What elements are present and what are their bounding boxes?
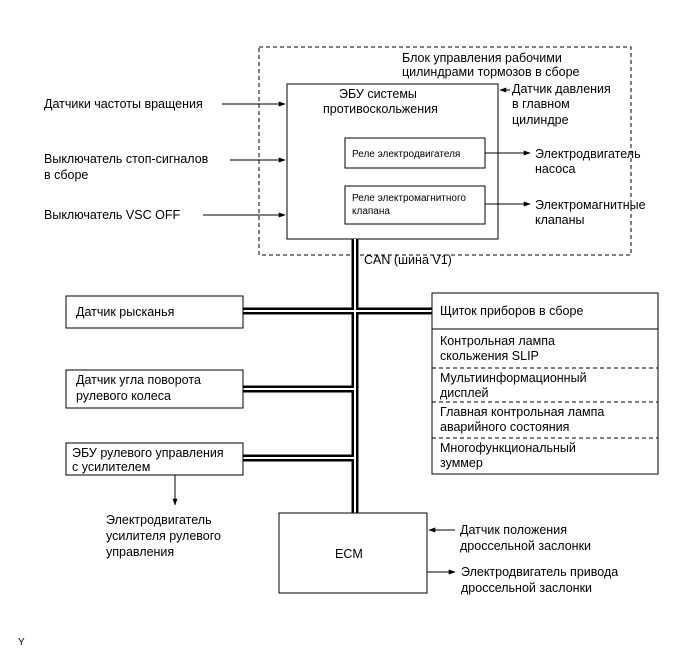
solenoid-valves-line2: клапаны: [535, 213, 584, 227]
motor-relay-label: Реле электродвигателя: [352, 149, 460, 160]
throttle-sensor-line2: дроссельной заслонки: [460, 539, 591, 553]
eps-ecu-box: [65, 442, 244, 476]
throttle-motor-line2: дроссельной заслонки: [461, 581, 592, 595]
ecm-label: ECM: [335, 547, 363, 561]
cluster-item-buzzer-line1: Многофункциональный: [440, 441, 576, 455]
can-bus: [243, 239, 432, 513]
throttle-sensor-line1: Датчик положения: [460, 523, 567, 537]
pump-motor-line1: Электродвигатель: [535, 147, 641, 161]
brake-unit-outline: [258, 46, 632, 256]
ecu-title-line1: ЭБУ системы: [339, 87, 417, 101]
eps-ecu-line1: ЭБУ рулевого управления: [72, 446, 224, 460]
pressure-sensor-line3: цилиндре: [512, 113, 569, 127]
solenoid-valves-line1: Электромагнитные: [535, 198, 646, 212]
steering-angle-sensor-line1: Датчик угла поворота: [76, 373, 201, 387]
brake-unit-title-line2: цилиндрами тормозов в сборе: [402, 65, 580, 79]
pressure-sensor-line2: в главном: [512, 97, 570, 111]
can-bus-label: CAN (шина V1): [364, 253, 452, 267]
steering-angle-sensor-line2: рулевого колеса: [76, 389, 171, 403]
eps-motor-line2: усилителя рулевого: [106, 529, 221, 543]
vsc-off-label: Выключатель VSC OFF: [44, 208, 180, 222]
stop-switch-label-line2: в сборе: [44, 168, 88, 182]
cluster-item-display-line2: дисплей: [440, 386, 489, 400]
brake-unit-title-line1: Блок управления рабочими: [402, 51, 562, 65]
cluster-title: Щиток приборов в сборе: [440, 304, 583, 318]
solenoid-relay-label-line1: Реле электромагнитного: [352, 193, 466, 204]
solenoid-relay-box: [344, 185, 486, 225]
pressure-sensor-line1: Датчик давления: [512, 82, 611, 96]
ecu-title-line2: противоскольжения: [323, 102, 438, 116]
yaw-sensor-label: Датчик рысканья: [76, 305, 174, 319]
solenoid-relay-label-line2: клапана: [352, 206, 390, 217]
steering-angle-sensor-box: [65, 369, 244, 409]
throttle-motor-line1: Электродвигатель привода: [461, 565, 618, 579]
motor-relay-box: [344, 137, 486, 169]
stop-switch-label-line1: Выключатель стоп-сигналов: [44, 152, 209, 166]
ecm-box: [278, 512, 428, 594]
footer-code: Y: [18, 637, 25, 648]
cluster-item-master-warning-line1: Главная контрольная лампа: [440, 405, 604, 419]
pump-motor-line2: насоса: [535, 162, 575, 176]
cluster-item-master-warning-line2: аварийного состояния: [440, 420, 569, 434]
eps-motor-line3: управления: [106, 545, 174, 559]
cluster-item-slip-line1: Контрольная лампа: [440, 334, 555, 348]
cluster-box: [431, 292, 659, 475]
speed-sensors-label: Датчики частоты вращения: [44, 97, 203, 111]
cluster-item-display-line1: Мультиинформационный: [440, 371, 587, 385]
cluster-item-slip-line2: скольжения SLIP: [440, 349, 539, 363]
eps-motor-line1: Электродвигатель: [106, 513, 212, 527]
yaw-sensor-box: [65, 295, 244, 329]
eps-ecu-line2: с усилителем: [72, 460, 150, 474]
cluster-item-buzzer-line2: зуммер: [440, 456, 483, 470]
